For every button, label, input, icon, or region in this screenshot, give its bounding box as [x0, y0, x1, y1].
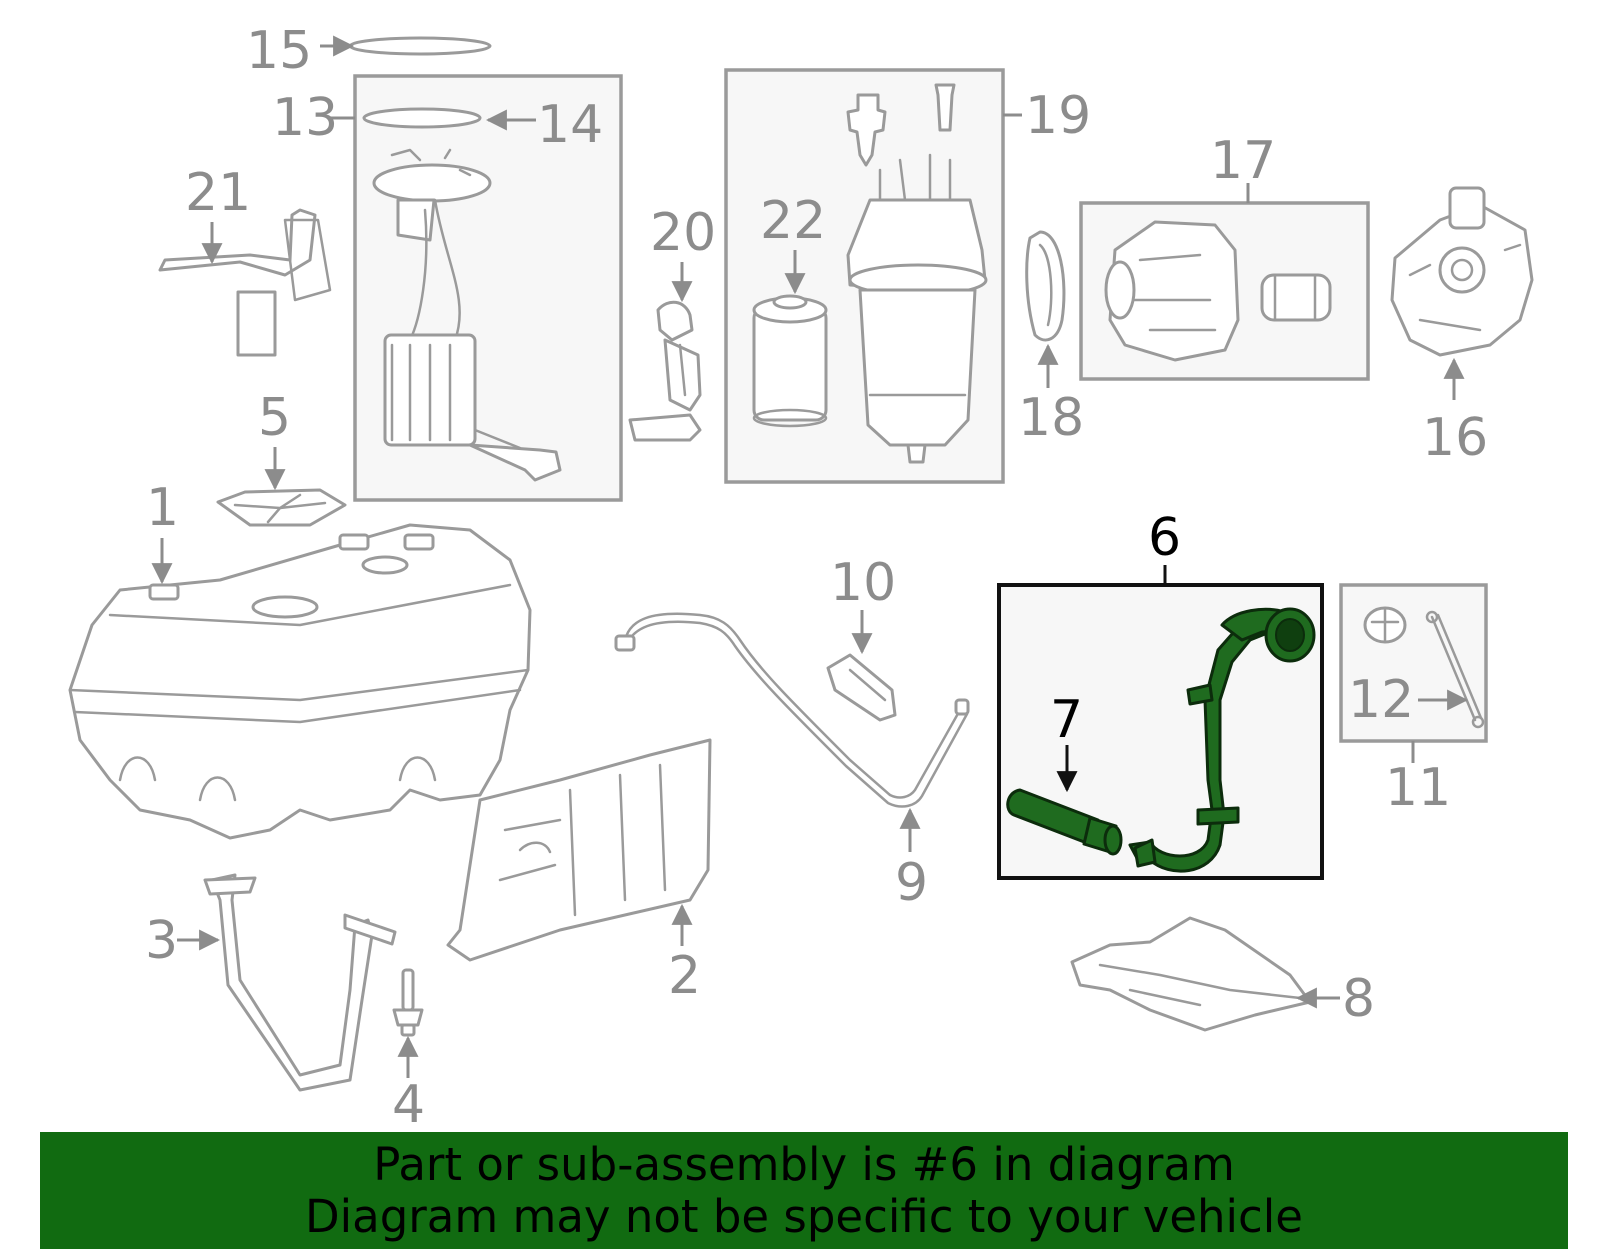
bolt-part [392, 968, 424, 1037]
callout-11: 11 [1385, 758, 1451, 818]
callout-21: 21 [185, 163, 251, 223]
caption-banner: Part or sub-assembly is #6 in diagram Di… [40, 1132, 1568, 1249]
callout-2: 2 [668, 946, 701, 1006]
callout-5: 5 [258, 388, 291, 448]
clip-part [628, 300, 702, 442]
caption-line-2: Diagram may not be specific to your vehi… [305, 1190, 1303, 1243]
callout-9: 9 [895, 853, 928, 913]
callout-16: 16 [1422, 408, 1488, 468]
fuel-pump-module-part [372, 148, 562, 482]
vent-tube-part [614, 612, 970, 808]
callout-10: 10 [830, 553, 896, 613]
housing-gasket-part [1025, 230, 1066, 342]
callout-7: 7 [1050, 690, 1083, 750]
callout-12: 12 [1348, 670, 1414, 730]
callout-3: 3 [145, 911, 178, 971]
gasket-part [362, 107, 482, 129]
tube-clip-part [826, 653, 897, 722]
filter-assembly-part [1104, 220, 1332, 362]
filler-hose-part [1006, 788, 1123, 856]
callout-22: 22 [760, 191, 826, 251]
seal-ring-part [348, 36, 492, 56]
tank-straps-part [203, 873, 397, 1092]
filler-pipe-part [1128, 607, 1316, 873]
callout-20: 20 [650, 203, 716, 263]
callout-15: 15 [246, 21, 312, 81]
fuel-tank-part [68, 523, 532, 840]
filter-housing-part [846, 83, 988, 464]
callout-18: 18 [1018, 388, 1084, 448]
caption-line-1: Part or sub-assembly is #6 in diagram [373, 1138, 1235, 1191]
callout-13: 13 [272, 88, 338, 148]
lower-shield-part [1070, 916, 1312, 1032]
heat-shield-part [446, 738, 712, 962]
pump-body-part [1390, 186, 1534, 357]
fuel-cap-part [1363, 606, 1485, 729]
callout-4: 4 [392, 1075, 425, 1135]
callout-1: 1 [146, 478, 179, 538]
callout-14: 14 [537, 95, 603, 155]
filter-element-part [752, 294, 828, 428]
fuel-cap-box [1339, 583, 1488, 743]
callout-19: 19 [1025, 86, 1091, 146]
callout-6: 6 [1148, 508, 1181, 568]
gasket-plate-part [216, 488, 347, 527]
callout-8: 8 [1342, 969, 1375, 1029]
bracket-part [158, 208, 332, 357]
callout-17: 17 [1210, 131, 1276, 191]
